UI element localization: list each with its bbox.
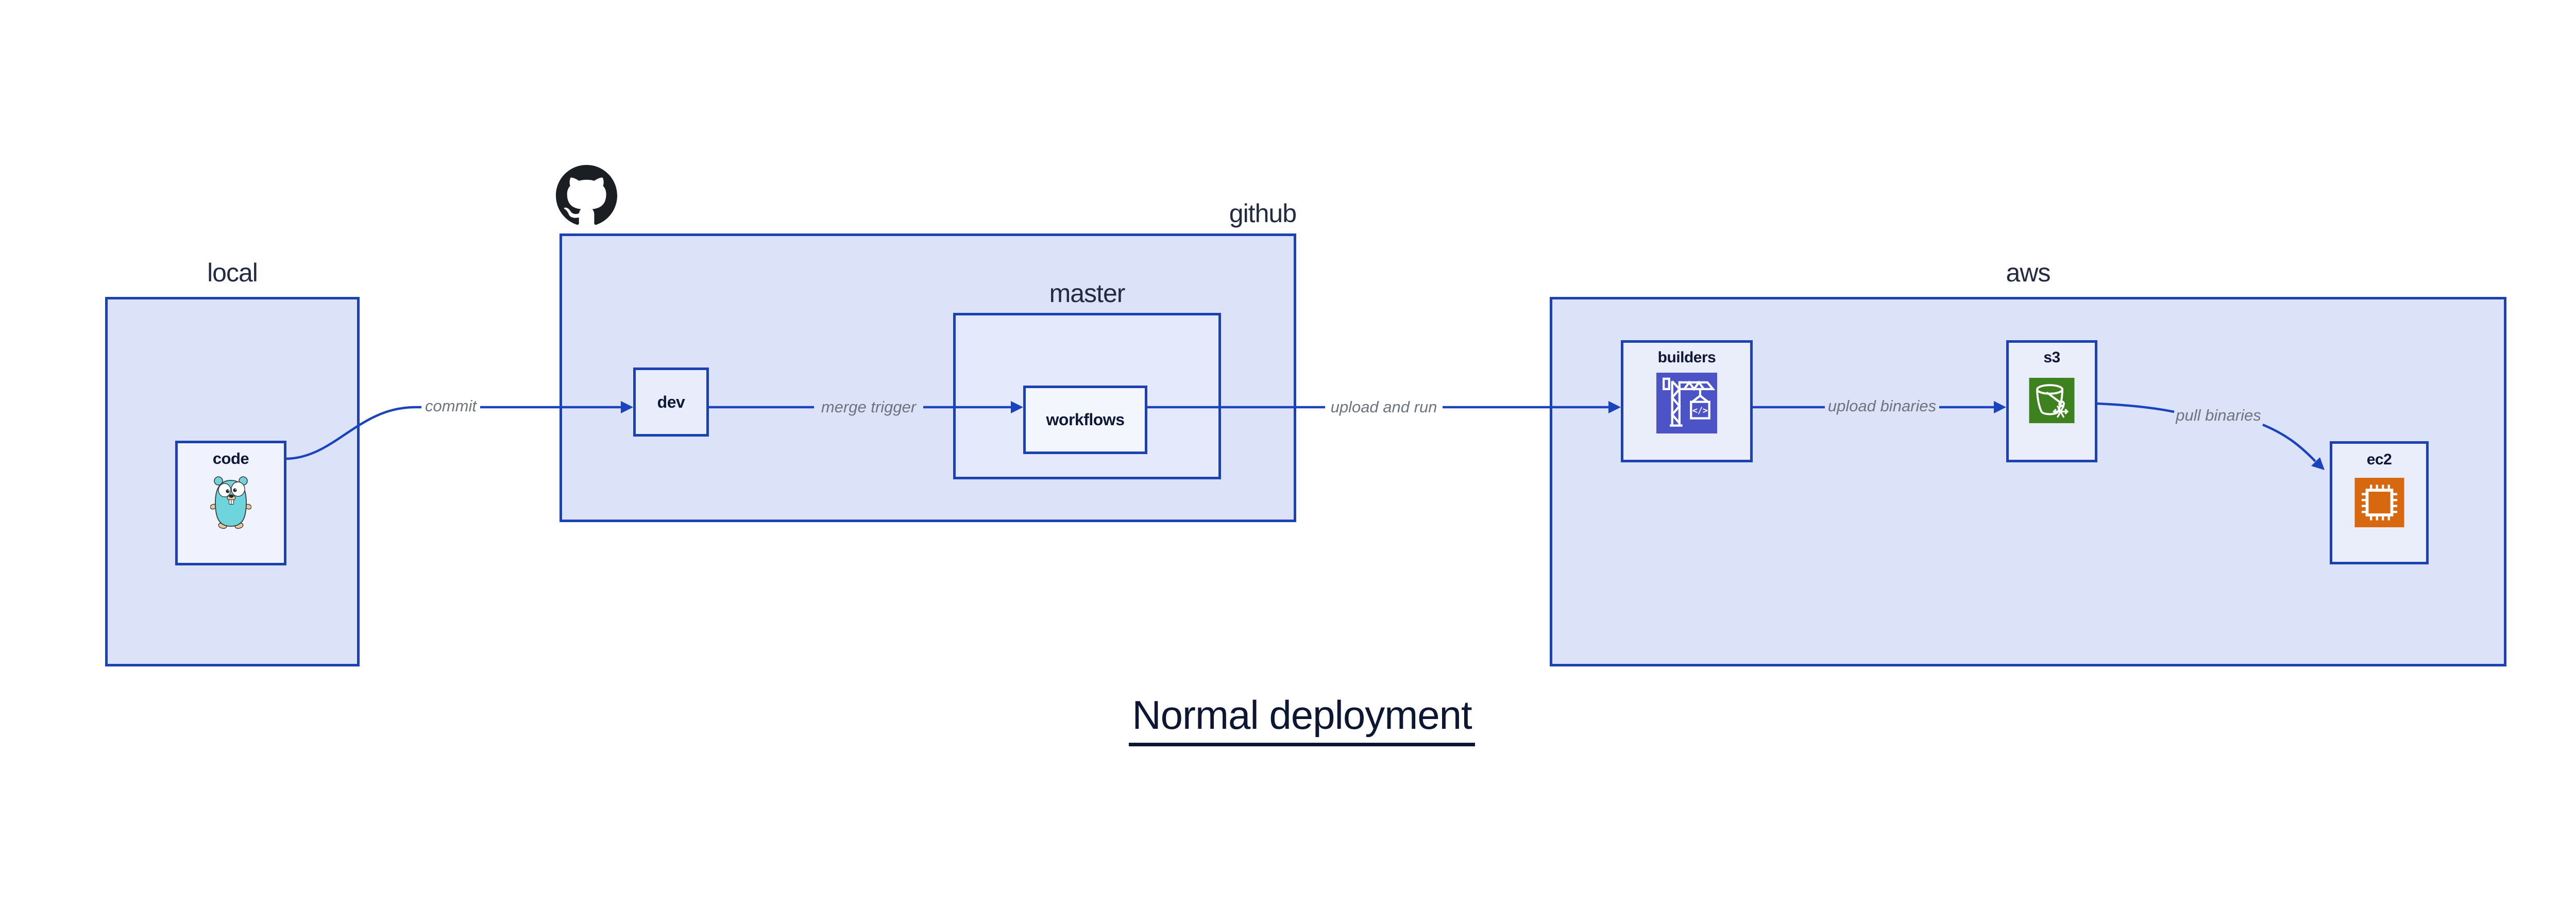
octocat-icon (556, 165, 617, 225)
diagram-title-wrap: Normal deployment (0, 692, 2576, 746)
group-github-label: github (1229, 199, 1297, 228)
diagram-title: Normal deployment (1129, 692, 1475, 746)
group-aws-label: aws (2006, 258, 2051, 287)
node-workflows-label: workflows (1046, 410, 1125, 429)
go-gopher-icon (210, 476, 251, 529)
node-workflows: workflows (1023, 386, 1147, 454)
node-s3-label: s3 (2043, 349, 2060, 366)
node-builders-label: builders (1657, 349, 1716, 366)
edge-upload-binaries-label: upload binaries (1827, 397, 1937, 415)
node-code-label: code (212, 449, 249, 467)
edge-merge-trigger-label: merge trigger (821, 398, 917, 416)
node-dev: dev (633, 368, 709, 437)
node-ec2: ec2 (2330, 441, 2429, 564)
edge-pull-binaries-label: pull binaries (2176, 406, 2261, 424)
node-s3: s3 (2006, 340, 2097, 462)
edge-upload-and-run-label: upload and run (1330, 398, 1437, 416)
group-local-label: local (207, 258, 258, 287)
group-master-label: master (1049, 279, 1126, 308)
edge-commit-label: commit (425, 397, 477, 415)
node-dev-label: dev (657, 392, 685, 411)
s3-glacier-bucket-icon (2029, 378, 2075, 423)
node-ec2-label: ec2 (2366, 451, 2392, 468)
node-code: code (175, 441, 286, 565)
node-builders: builders </> (1621, 340, 1753, 462)
ec2-chip-icon (2354, 478, 2404, 527)
codebuild-crane-icon: </> (1656, 373, 1717, 433)
codebuild-glyph-text: </> (1692, 406, 1708, 415)
